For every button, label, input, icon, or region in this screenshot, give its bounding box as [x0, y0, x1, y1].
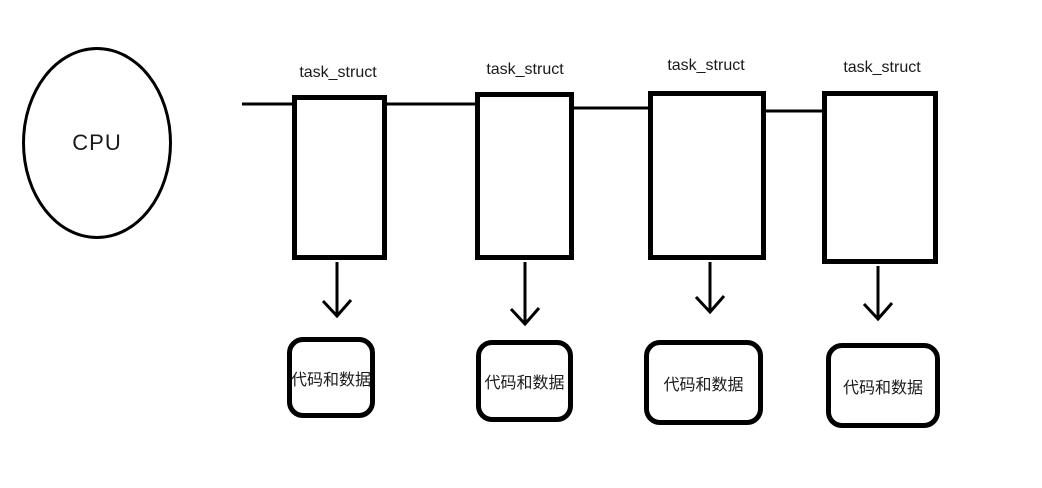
code-data-box-1: 代码和数据	[287, 337, 375, 418]
task-struct-box-4	[822, 91, 938, 264]
code-data-label-4: 代码和数据	[842, 379, 923, 397]
task-struct-label-2: task_struct	[486, 61, 564, 78]
down-arrow-4	[862, 266, 894, 322]
task-struct-label-1: task_struct	[299, 64, 377, 81]
code-data-label-1: 代码和数据	[291, 371, 372, 389]
code-data-box-2: 代码和数据	[476, 340, 573, 422]
code-data-label-2: 代码和数据	[484, 375, 565, 392]
task-struct-box-1	[292, 95, 387, 260]
task-struct-box-3	[648, 91, 766, 260]
down-arrow-2	[509, 262, 541, 327]
task-struct-box-2	[475, 92, 574, 260]
cpu-ellipse: CPU	[22, 47, 172, 239]
down-arrow-3	[694, 262, 726, 315]
cpu-label: CPU	[72, 130, 122, 155]
task-struct-label-4: task_struct	[843, 59, 921, 76]
code-data-box-3: 代码和数据	[644, 340, 763, 425]
code-data-label-3: 代码和数据	[663, 376, 744, 394]
code-data-box-4: 代码和数据	[826, 343, 940, 428]
down-arrow-1	[321, 262, 353, 319]
task-struct-label-3: task_struct	[667, 57, 745, 74]
